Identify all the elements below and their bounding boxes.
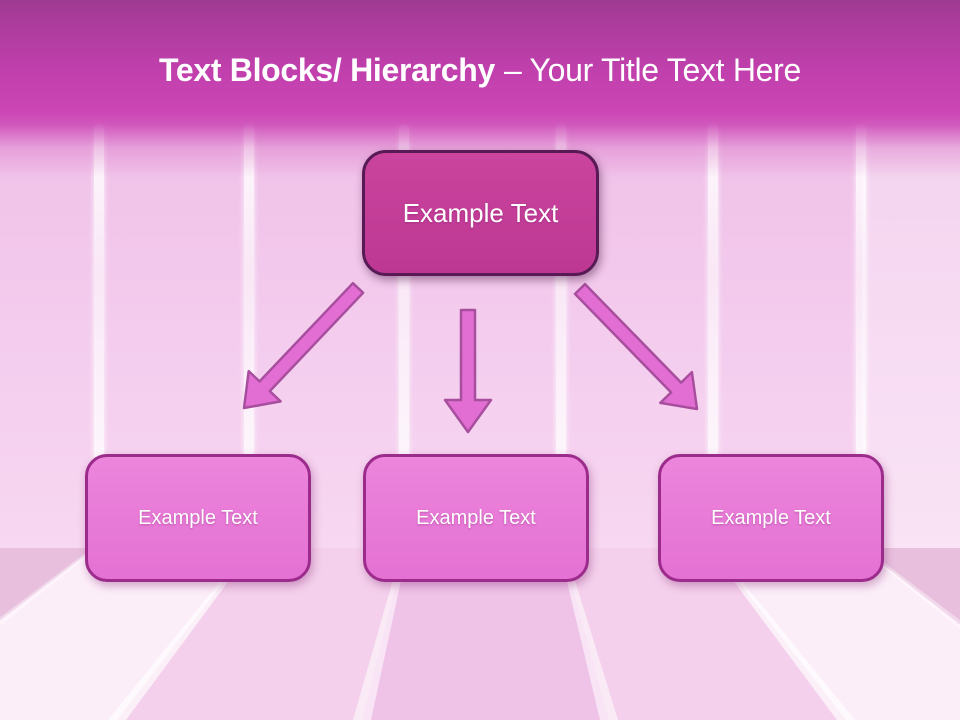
arrow-down-left-icon[interactable] [242,281,365,410]
slide-title-bold: Text Blocks/ Hierarchy [158,52,496,88]
floor-wedge [0,548,250,720]
floor-wedge [712,548,960,720]
wall-stripe [244,124,254,554]
child-text-block-2[interactable]: Example Text [363,454,589,582]
child-text-block-2-label: Example Text [416,506,536,529]
floor-wedge [362,548,609,720]
floor-line [709,548,855,720]
wall-stripe [399,124,409,554]
wall-stripe [556,124,566,554]
wall-stripe [94,124,104,554]
child-text-block-1-label: Example Text [138,506,258,529]
child-text-block-1[interactable]: Example Text [85,454,311,582]
floor-line [353,548,408,720]
slide-title: Text Blocks/ Hierarchy– Your Title Text … [0,52,960,89]
wall-stripe [856,124,866,554]
root-text-block[interactable]: Example Text [362,150,599,276]
child-text-block-3[interactable]: Example Text [658,454,884,582]
child-text-block-3-label: Example Text [711,506,831,529]
wall-stripe [708,124,718,554]
floor-line [559,548,618,720]
arrow-down-right-icon[interactable] [573,282,699,411]
floor-line [108,548,253,720]
arrow-down-icon[interactable] [443,308,493,434]
floor-wedge [862,548,960,625]
floor-wedge [117,548,405,720]
root-text-block-label: Example Text [402,197,559,228]
floor-wedge [562,548,846,720]
slide-title-subtitle: – Your Title Text Here [504,52,802,88]
title-banner [0,0,960,178]
